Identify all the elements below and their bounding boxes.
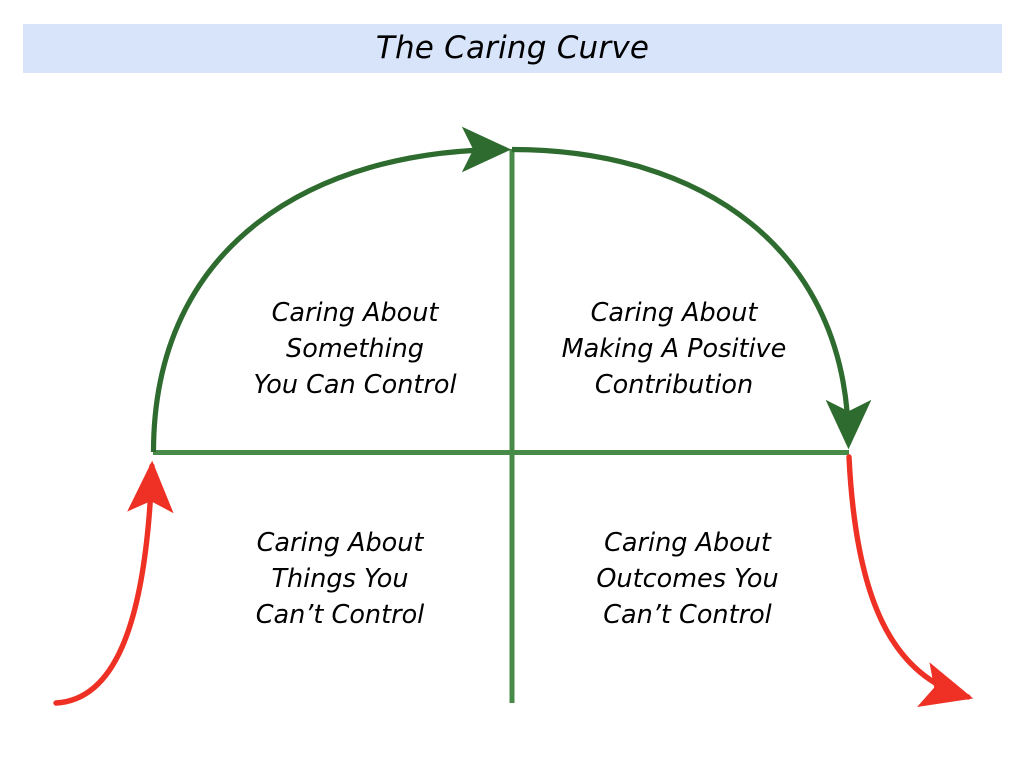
quadrant-label-bottom-right: Caring About Outcomes You Can’t Control — [596, 528, 779, 630]
quadrant-label-top-right: Caring About Making A Positive Contribut… — [561, 298, 787, 400]
red-tail-left — [53, 460, 174, 706]
arc-right-segment — [511, 146, 872, 450]
quadrant-label-top-left: Caring About Something You Can Control — [253, 298, 457, 400]
red-tail-right — [846, 454, 974, 707]
quadrant-label-bottom-left: Caring About Things You Can’t Control — [255, 528, 425, 630]
title-banner: The Caring Curve — [23, 24, 1002, 73]
page-title: The Caring Curve — [375, 30, 650, 66]
arc-left-segment — [150, 126, 512, 453]
